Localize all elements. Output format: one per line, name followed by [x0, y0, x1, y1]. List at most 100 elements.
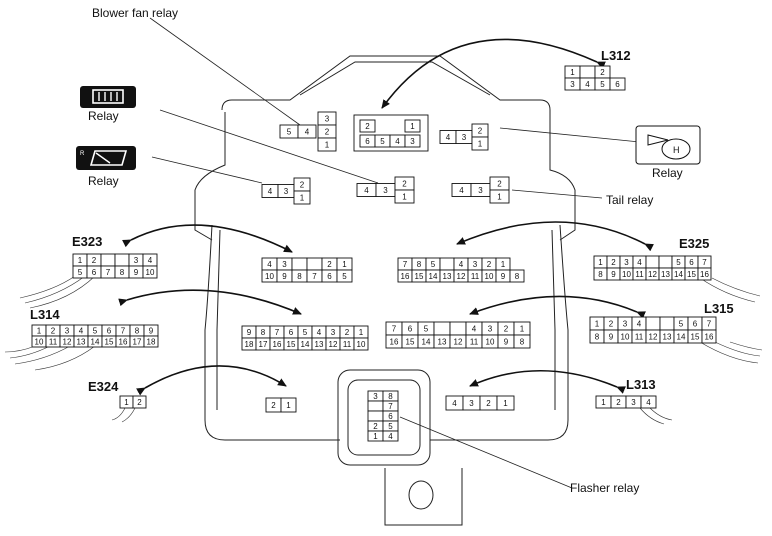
pin-number: 4: [395, 137, 400, 146]
pin-number: 7: [707, 320, 712, 329]
pin-number: 2: [478, 127, 483, 136]
pin-number: 1: [300, 194, 305, 203]
pin-number: 2: [92, 256, 97, 265]
pin-cell: [658, 255, 673, 269]
pin-number: 3: [282, 260, 287, 269]
pin-number: 6: [289, 328, 294, 337]
pin-cell: [297, 124, 317, 139]
pin-number: 1: [503, 399, 508, 408]
pin-number: 1: [37, 327, 42, 336]
pin-cell: [293, 190, 311, 205]
pin-number: 5: [303, 328, 308, 337]
pin-number: 8: [120, 268, 125, 277]
pin-number: 3: [488, 325, 493, 334]
pin-number: 10: [265, 272, 274, 281]
pin-number: 1: [478, 140, 483, 149]
pin-number: 3: [473, 260, 478, 269]
pin-cell: [701, 329, 717, 344]
pin-number: 13: [77, 338, 86, 347]
pin-number: 12: [63, 338, 72, 347]
pin-number: 8: [388, 392, 393, 401]
pin-number: 14: [301, 340, 310, 349]
pin-number: 8: [297, 272, 302, 281]
pin-number: 16: [705, 333, 714, 342]
pin-number: 1: [78, 256, 83, 265]
pin-cell: [382, 430, 399, 442]
pin-cell: [359, 119, 376, 133]
pin-number: 5: [676, 258, 681, 267]
pin-number: 11: [471, 272, 480, 281]
pin-number: 7: [275, 328, 280, 337]
pin-cell: [394, 189, 415, 204]
wire-bundles: [4, 275, 763, 425]
pin-number: 10: [485, 272, 494, 281]
pin-number: 5: [424, 325, 429, 334]
pin-number: 2: [373, 422, 378, 431]
pin-number: 14: [422, 338, 431, 347]
pin-number: 1: [402, 193, 407, 202]
pin-number: 6: [615, 80, 620, 89]
pin-cell: [142, 265, 158, 279]
pin-cell: [697, 267, 712, 281]
pin-cell: [640, 395, 657, 409]
pin-number: 8: [261, 328, 266, 337]
pin-number: 16: [273, 340, 282, 349]
mirror-heater-relay-icon: R: [76, 146, 136, 170]
pin-number: 2: [497, 180, 502, 189]
pin-cell: [509, 269, 525, 283]
connector-code-l312: L312: [601, 48, 631, 63]
pin-number: 4: [388, 432, 393, 441]
pin-cell: [132, 395, 147, 409]
mirror-relay-label: Relay: [88, 174, 119, 188]
pin-number: 2: [345, 328, 350, 337]
pin-number: 16: [401, 272, 410, 281]
pin-number: 2: [611, 258, 616, 267]
pin-number: 5: [380, 137, 385, 146]
pin-number: 5: [93, 327, 98, 336]
svg-text:H: H: [673, 145, 680, 155]
pin-number: 7: [121, 327, 126, 336]
pin-number: 6: [365, 137, 370, 146]
pin-number: 13: [438, 338, 447, 347]
pin-number: 16: [119, 338, 128, 347]
pin-number: 2: [402, 180, 407, 189]
pin-number: 2: [609, 320, 614, 329]
pin-number: 6: [693, 320, 698, 329]
connector-code-e324: E324: [88, 379, 119, 394]
pin-number: 6: [327, 272, 332, 281]
pin-number: 16: [390, 338, 399, 347]
pin-number: 8: [417, 260, 422, 269]
pin-cell: [433, 321, 451, 336]
pin-number: 6: [388, 412, 393, 421]
connector-arrows: [118, 38, 654, 396]
pin-number: 12: [329, 340, 338, 349]
pin-number: 10: [622, 270, 631, 279]
pin-number: 11: [49, 338, 58, 347]
pin-number: 1: [497, 193, 502, 202]
pin-number: 2: [365, 122, 370, 131]
pin-cell: [489, 189, 510, 204]
pin-number: 8: [520, 338, 525, 347]
connector-code-e323: E323: [72, 234, 102, 249]
pin-number: 15: [105, 338, 114, 347]
pin-number: 2: [504, 325, 509, 334]
pin-cell: [367, 400, 384, 412]
pin-number: 9: [611, 270, 616, 279]
pin-number: 5: [679, 320, 684, 329]
pin-number: 8: [595, 333, 600, 342]
pin-number: 11: [470, 338, 479, 347]
pin-number: 13: [443, 272, 452, 281]
pin-number: 1: [595, 320, 600, 329]
pin-number: 5: [78, 268, 83, 277]
pin-cell: [404, 134, 421, 148]
pin-number: 18: [147, 338, 156, 347]
defogger-relay-label: Relay: [88, 109, 119, 123]
